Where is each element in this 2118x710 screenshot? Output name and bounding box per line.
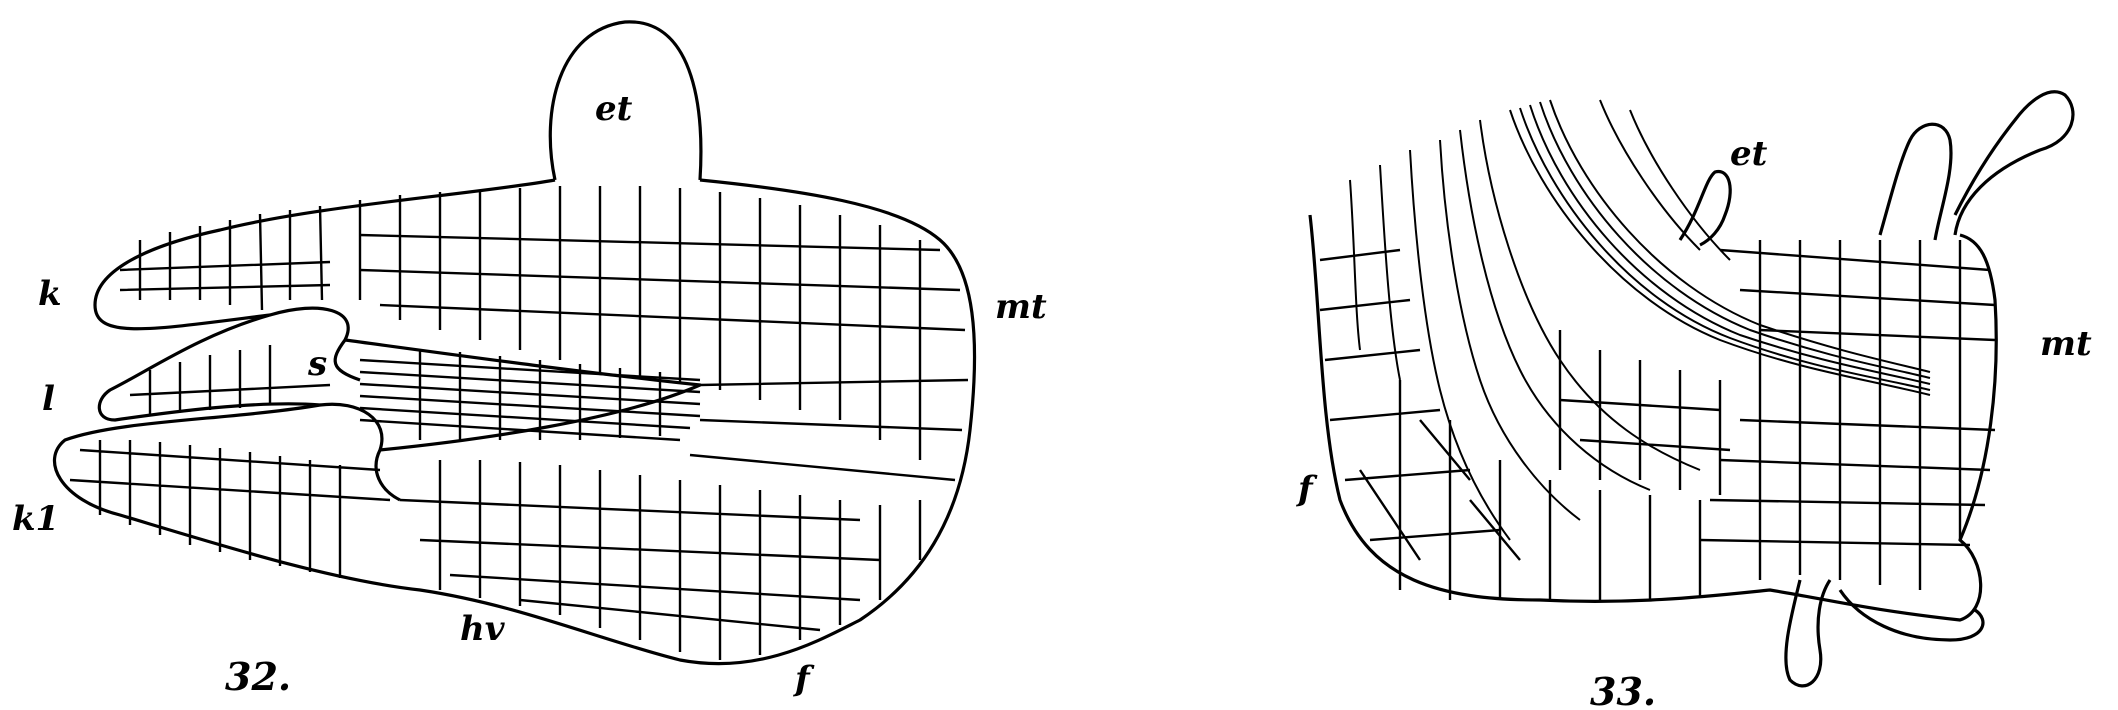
- fig33-body-outline: [1310, 215, 1996, 620]
- fig33-number: 33.: [1590, 669, 1656, 710]
- fig32-label-hv: hv: [460, 609, 506, 649]
- fig33-label-et: et: [1730, 134, 1768, 174]
- fig32-body-outline: [54, 180, 974, 664]
- fig32-label-k1: k1: [12, 499, 59, 539]
- fig33-top-lobe-2: [1955, 92, 2073, 235]
- fig32-label-s: s: [307, 344, 327, 384]
- fig32-finger-gap-2: [320, 404, 400, 500]
- fig32-label-f: f: [793, 659, 815, 699]
- fig32-streak-region: [345, 340, 700, 450]
- fig32-label-et: et: [595, 89, 633, 129]
- fig32-label-l: l: [42, 379, 55, 419]
- fig33-label-f: f: [1296, 469, 1318, 509]
- fig33-label-mt: mt: [2040, 324, 2092, 364]
- fig32-cells: [70, 186, 968, 660]
- fig32-label-k: k: [38, 274, 62, 314]
- fig33-top-lobe-1: [1880, 124, 1951, 240]
- fig32-label-mt: mt: [995, 287, 1047, 327]
- fig32-number: 32.: [225, 654, 291, 699]
- fig33-cells: [1320, 240, 1995, 600]
- figure-32: et k l k1 s mt hv f 32.: [12, 22, 1047, 699]
- figure-33: et mt f 33.: [1296, 92, 2092, 710]
